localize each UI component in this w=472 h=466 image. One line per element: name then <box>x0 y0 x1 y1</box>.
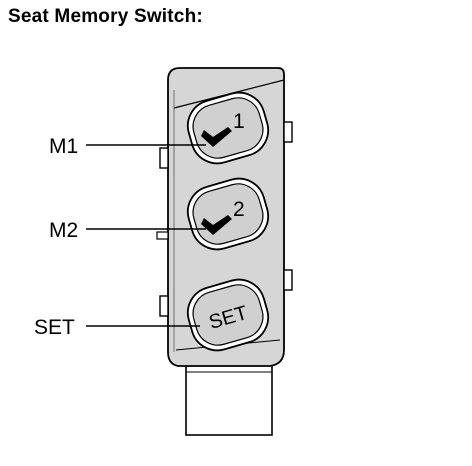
m2-callout-label: M2 <box>49 219 78 242</box>
m2-button[interactable] <box>182 172 275 255</box>
set-button[interactable] <box>182 273 275 356</box>
seat-icon <box>201 215 232 235</box>
connector-stem <box>185 359 273 436</box>
housing-clips <box>156 121 293 317</box>
seat-icon <box>201 127 232 147</box>
set-callout-label: SET <box>34 316 75 339</box>
m1-callout-label: M1 <box>49 135 78 158</box>
m2-button-number: 2 <box>233 198 245 221</box>
page-title: Seat Memory Switch: <box>8 6 203 27</box>
m1-button-number: 1 <box>233 110 245 133</box>
